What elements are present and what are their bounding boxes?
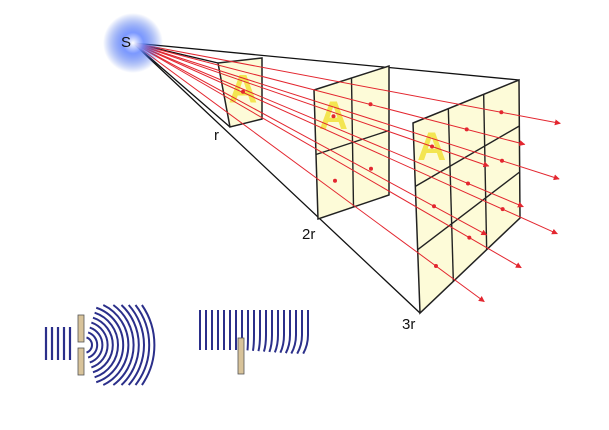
edge-diffraction-icon: [199, 310, 309, 375]
barrier: [77, 347, 85, 376]
source-label: S: [121, 34, 131, 51]
panel-grid-line: [447, 108, 455, 282]
barrier: [77, 314, 85, 343]
ray-hit-dot: [241, 89, 245, 94]
wavefront: [251, 310, 255, 351]
ray-line: [132, 42, 490, 168]
wavefront: [86, 336, 93, 354]
ray-hit-dot: [500, 207, 505, 212]
panel-grid-line: [315, 129, 390, 156]
wavefront: [246, 310, 249, 351]
ray-line: [132, 42, 522, 269]
wavefront: [94, 311, 119, 379]
distance-label-3r: 3r: [402, 316, 415, 333]
light-rays: [132, 42, 561, 303]
ray-hit-dot: [432, 204, 437, 209]
wavefront: [87, 331, 99, 359]
wavefront: [89, 326, 104, 364]
area-panel-1: A: [217, 57, 263, 128]
wavefront: [134, 304, 151, 386]
ray-line: [132, 42, 561, 126]
wavefront: [284, 310, 291, 354]
ray-line: [132, 42, 524, 208]
ray-hit-dot: [430, 144, 435, 149]
ray-line: [132, 42, 526, 146]
area-panel-3: A: [412, 78, 521, 315]
wavefront: [290, 310, 297, 354]
ray-hit-dot: [467, 235, 472, 240]
wavefront: [268, 310, 273, 353]
ray-hit-dot: [331, 114, 336, 119]
wavefront: [141, 304, 156, 386]
wavefront: [296, 310, 303, 355]
ray-line: [132, 42, 488, 236]
wavefront: [120, 304, 140, 386]
slit-diffraction-icon: [44, 304, 156, 386]
ray-line: [132, 42, 558, 235]
point-source-glow-icon: [103, 13, 163, 73]
wavefront: [112, 304, 135, 386]
wavefront: [127, 304, 145, 386]
wavefront: [95, 306, 125, 384]
wavefront: [91, 321, 109, 369]
wavefront: [92, 316, 114, 374]
ray-hit-dot: [433, 264, 438, 269]
ray-hit-dot: [464, 127, 469, 132]
wavefront: [279, 310, 285, 354]
wavefront: [102, 304, 130, 386]
distance-label-2r: 2r: [302, 226, 315, 243]
panel-grid-line: [417, 171, 521, 251]
panel-grid-line: [482, 94, 488, 250]
wavefront: [302, 310, 309, 355]
barrier: [237, 337, 245, 375]
ray-hit-dot: [368, 102, 373, 107]
ray-hit-dot: [499, 158, 504, 163]
area-panels: AAA: [217, 57, 521, 315]
ray-line: [132, 42, 485, 303]
ray-hit-dot: [333, 178, 337, 183]
distance-label-r: r: [214, 127, 219, 144]
wavefront: [273, 310, 279, 353]
ray-hit-dot: [499, 110, 504, 115]
panel-grid-line: [414, 125, 520, 187]
wavefront: [262, 310, 267, 352]
wavefront: [257, 310, 261, 352]
ray-line: [132, 42, 560, 181]
ray-hit-dot: [466, 181, 470, 186]
ray-hit-dot: [369, 166, 373, 171]
